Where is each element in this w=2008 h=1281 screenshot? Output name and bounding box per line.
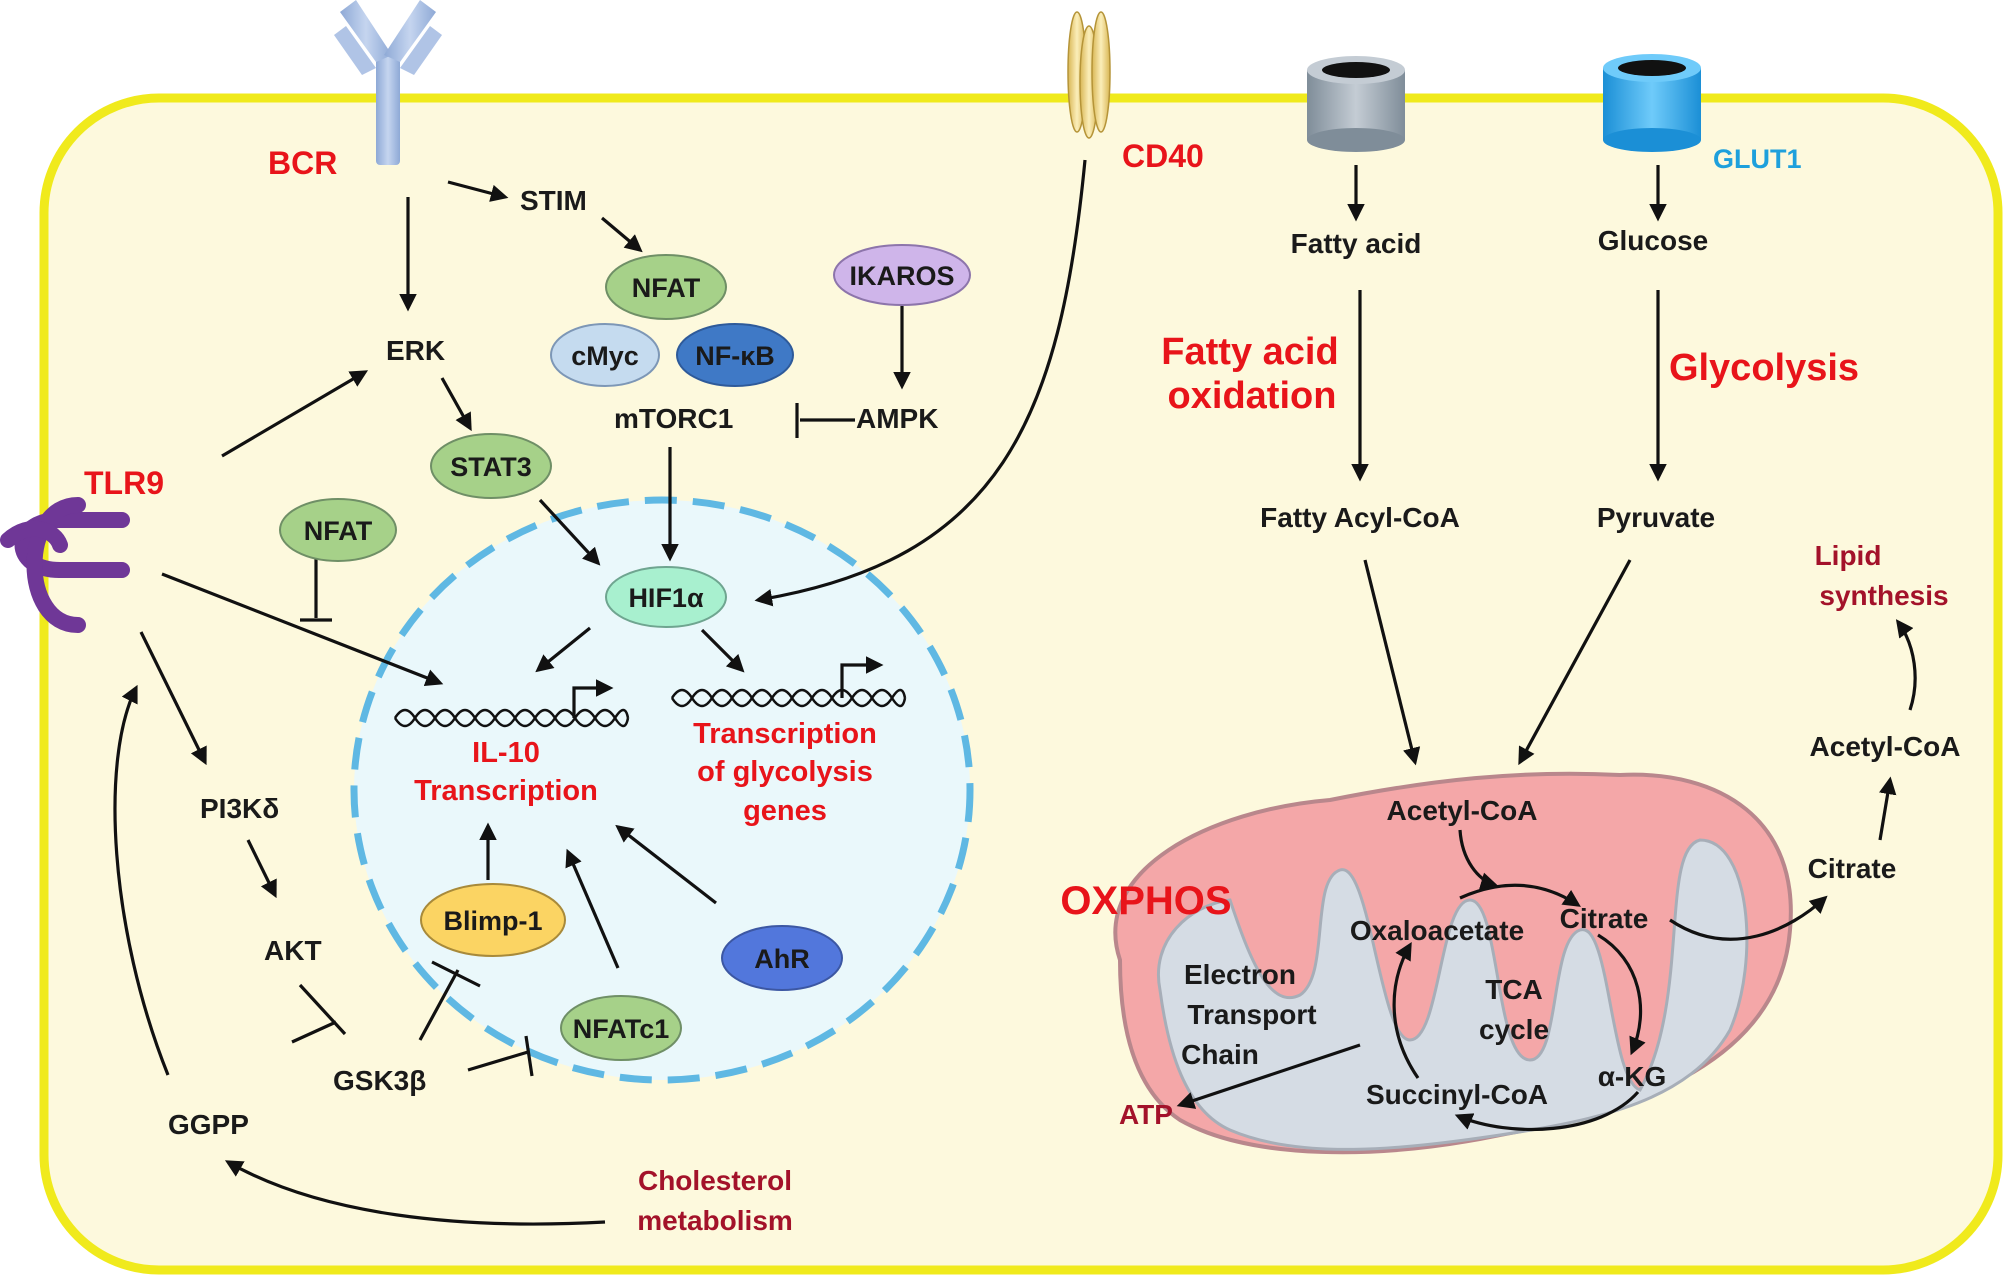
cholesterol-line2: metabolism [637,1205,793,1236]
cmyc-node [550,323,660,387]
pyruvate-label: Pyruvate [1597,502,1715,533]
pi3k-label: PI3Kδ [200,793,279,824]
etc-line1: Electron [1184,959,1296,990]
nfatc1-text: NFATc1 [573,1014,670,1044]
nfatc1-node [560,995,682,1061]
glucose-label: Glucose [1598,225,1708,256]
signaling-arrows [113,159,1087,1226]
ggpp-label: GGPP [168,1109,249,1140]
citrate-mito-label: Citrate [1560,903,1649,934]
nfkb-text: NF-κB [695,341,775,371]
dna-helix-il10-icon [393,679,630,728]
glycolysis-label: Glycolysis [1669,347,1859,389]
acetyl-coa-mito-label: Acetyl-CoA [1387,795,1538,826]
ahr-text: AhR [754,944,810,974]
atp-label: ATP [1119,1099,1173,1130]
cmyc-text: cMyc [571,341,639,371]
cd40-receptor-icon [1067,11,1111,139]
akt-label: AKT [264,935,322,966]
glut1-label: GLUT1 [1713,144,1802,174]
tlr9-label: TLR9 [84,465,164,501]
fatty-acid-label: Fatty acid [1291,228,1422,259]
stat3-node [430,433,552,499]
glut1-transporter-icon [1603,54,1701,152]
il10-line2: Transcription [414,775,598,807]
il10-line1: IL-10 [472,737,540,769]
mtorc1-label: mTORC1 [614,403,733,434]
ikaros-node [833,244,971,306]
tca-line1: TCA [1485,974,1543,1005]
metabolism-arrows [1176,165,1917,1132]
fao-line2: oxidation [1168,375,1337,417]
ikaros-text: IKAROS [849,261,954,291]
nfat-top-node [605,254,727,320]
bcr-label: BCR [268,145,337,181]
hif1a-node [605,566,727,628]
nfkb-node [676,323,794,387]
stat3-text: STAT3 [450,452,532,482]
stim-label: STIM [520,185,587,216]
cholesterol-line1: Cholesterol [638,1165,792,1196]
etc-line2: Transport [1187,999,1316,1030]
blimp1-text: Blimp-1 [443,906,542,936]
oxphos-label: OXPHOS [1060,879,1231,923]
tlr9-receptor-icon [0,497,130,633]
ahr-node [721,925,843,991]
erk-label: ERK [386,335,445,366]
fatty-acyl-coa-label: Fatty Acyl-CoA [1260,502,1460,533]
oxaloacetate-label: Oxaloacetate [1350,915,1524,946]
glyco-line2: of glycolysis [697,756,873,788]
cd40-label: CD40 [1122,138,1204,174]
etc-line3: Chain [1181,1039,1259,1070]
bcr-receptor-icon [334,0,442,165]
nfat-left-text: NFAT [304,516,373,546]
gsk3b-label: GSK3β [333,1065,426,1096]
dna-helix-glycolysis-icon [670,656,907,708]
succinyl-coa-label: Succinyl-CoA [1366,1079,1548,1110]
fatty-acid-transporter-icon [1307,56,1405,152]
akg-label: α-KG [1598,1061,1667,1092]
tca-line2: cycle [1479,1014,1549,1045]
nfat-left-node [279,498,397,562]
mitochondrion [1113,771,1793,1155]
ampk-label: AMPK [856,403,938,434]
acetyl-coa-right-label: Acetyl-CoA [1810,731,1961,762]
glyco-line1: Transcription [693,718,877,750]
fao-line1: Fatty acid [1161,331,1338,373]
lipid-line2: synthesis [1819,580,1948,611]
nfat-top-text: NFAT [632,273,701,303]
hif1a-text: HIF1α [628,583,704,613]
blimp1-node [420,883,566,957]
citrate-right-label: Citrate [1808,853,1897,884]
lipid-line1: Lipid [1815,540,1882,571]
glyco-line3: genes [743,795,827,827]
